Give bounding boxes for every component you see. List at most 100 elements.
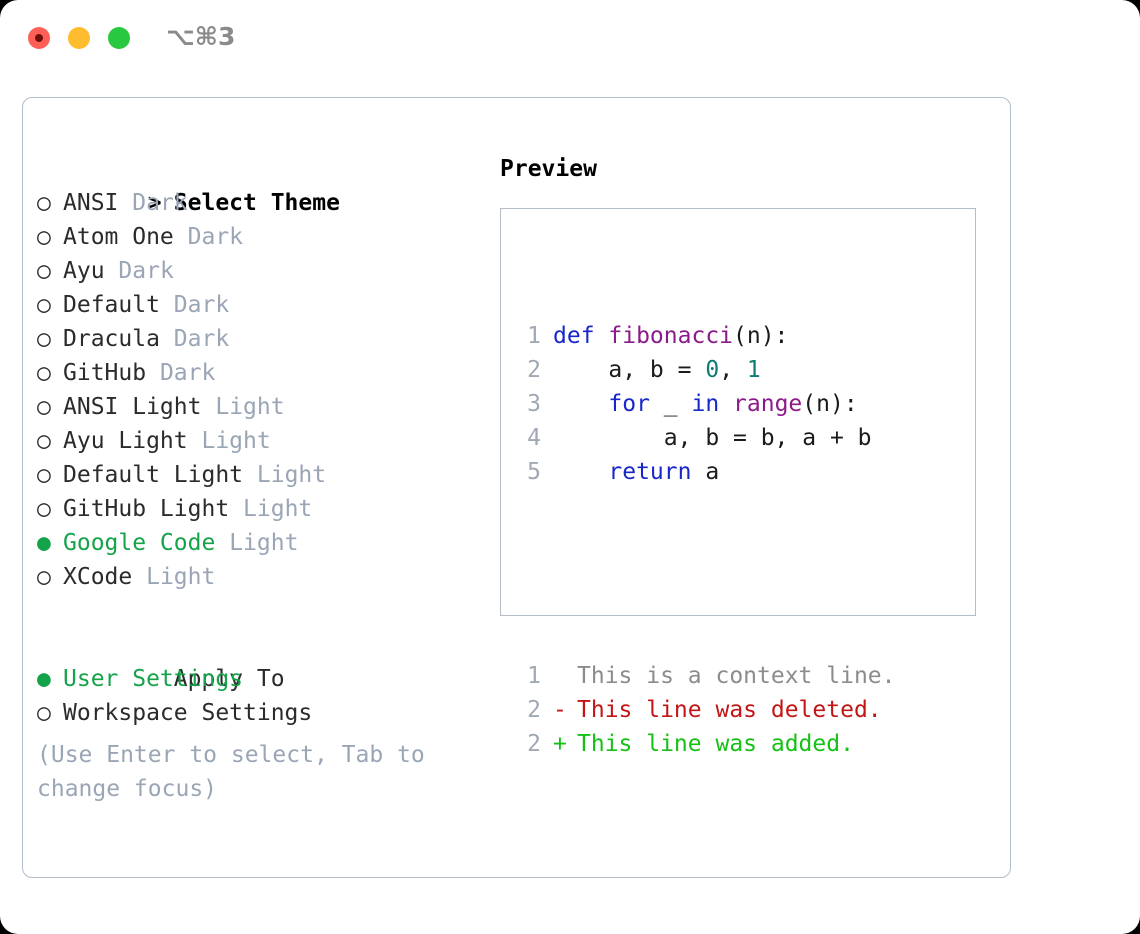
theme-list-item[interactable]: ○ANSI Light Light: [37, 390, 497, 424]
theme-name-label: ANSI Light: [63, 394, 202, 420]
apply-to-item[interactable]: ●User Settings: [37, 662, 497, 696]
radio-unselected-icon: ○: [37, 564, 51, 590]
line-number: 5: [527, 459, 541, 485]
diff-text: This is a context line.: [577, 663, 896, 689]
theme-list-item[interactable]: ● Google Code Light: [37, 526, 497, 560]
theme-variant-tag: Light: [201, 428, 271, 454]
radio-unselected-icon: ○: [37, 224, 51, 250]
theme-name-label: Dracula: [63, 326, 160, 352]
diff-line: 2-This line was deleted.: [515, 693, 896, 727]
code-token: 0: [705, 357, 720, 383]
theme-variant-tag: Dark: [173, 326, 230, 352]
theme-list-item[interactable]: ○ GitHub Light Light: [37, 492, 497, 526]
theme-variant-tag: Dark: [173, 292, 230, 318]
theme-variant-tag: Light: [243, 496, 313, 522]
diff-text: This line was deleted.: [577, 697, 882, 723]
radio-unselected-icon: ○: [37, 258, 51, 284]
code-token: for: [608, 391, 650, 417]
theme-name-label: Ayu: [63, 258, 105, 284]
label-separator: [132, 564, 146, 590]
radio-unselected-icon: ○: [37, 292, 51, 318]
apply-to-label: User Settings: [63, 666, 244, 692]
code-token: a, b =: [553, 357, 706, 383]
theme-name-label: Ayu Light: [63, 428, 188, 454]
maximize-button-icon[interactable]: [108, 27, 130, 49]
label-separator: [146, 360, 160, 386]
theme-list-item[interactable]: ○ Dracula Dark: [37, 322, 497, 356]
code-token: 1: [746, 357, 761, 383]
code-token: in: [691, 391, 720, 417]
theme-variant-tag: Dark: [118, 258, 174, 284]
theme-variant-tag: Dark: [159, 360, 216, 386]
theme-list-item[interactable]: ○ANSI Dark: [37, 186, 497, 220]
radio-unselected-icon: ○: [37, 394, 51, 420]
radio-unselected-icon: ○: [37, 428, 51, 454]
apply-to-title: Apply To: [173, 666, 285, 692]
hint-text: (Use Enter to select, Tab to change focu…: [37, 742, 439, 802]
diff-sign: -: [553, 697, 567, 723]
theme-name-label: GitHub Light: [63, 496, 230, 522]
apply-to-item[interactable]: ○ Workspace Settings: [37, 696, 497, 730]
radio-selected-icon: ●: [37, 530, 51, 556]
radio-unselected-icon: ○: [37, 326, 51, 352]
code-token: [719, 391, 733, 417]
preview-title: Preview: [500, 156, 597, 182]
line-number: 1: [527, 663, 541, 689]
window-controls: [28, 27, 130, 49]
line-number: 3: [527, 391, 541, 417]
code-token: _: [649, 391, 692, 417]
theme-list-item[interactable]: ○Default Dark: [37, 288, 497, 322]
code-token: return: [608, 459, 692, 485]
code-token: (n):: [733, 323, 789, 349]
theme-list-item[interactable]: ○ Atom One Dark: [37, 220, 497, 254]
diff-sign: +: [553, 731, 567, 757]
code-token: a: [691, 459, 720, 485]
theme-name-label: XCode: [63, 564, 133, 590]
radio-unselected-icon: ○: [37, 496, 51, 522]
title-bar: ⌥⌘3: [0, 0, 1140, 78]
code-diff-gap: [515, 557, 896, 591]
theme-name-label: Default Light: [63, 462, 244, 488]
code-token: a, b = b, a + b: [553, 425, 872, 451]
line-number: 2: [527, 697, 541, 723]
line-number: 2: [527, 731, 541, 757]
theme-list-item[interactable]: ○Default Light Light: [37, 458, 497, 492]
radio-unselected-icon: ○: [37, 462, 51, 488]
theme-list[interactable]: ○ANSI Dark○Atom One Dark○Ayu Dark○Defaul…: [37, 186, 497, 594]
theme-variant-tag: Light: [229, 530, 299, 556]
radio-unselected-icon: ○: [37, 700, 51, 726]
close-button-icon[interactable]: [28, 27, 50, 49]
theme-variant-tag: Dark: [187, 224, 244, 250]
theme-name-label: Atom One: [63, 224, 174, 250]
select-theme-header: >Select Theme: [37, 152, 497, 216]
diff-line: 1 This is a context line.: [515, 659, 896, 693]
theme-list-item[interactable]: ○GitHub Dark: [37, 356, 497, 390]
label-separator: [160, 292, 174, 318]
theme-name-label: Google Code: [63, 530, 216, 556]
label-separator: [188, 428, 202, 454]
label-separator: [160, 326, 174, 352]
diff-text: This line was added.: [577, 731, 854, 757]
apply-to-header-row: Apply To: [37, 628, 497, 692]
theme-list-item[interactable]: ○ Ayu Dark: [37, 254, 497, 288]
theme-list-item[interactable]: ○XCode Light: [37, 560, 497, 594]
minimize-button-icon[interactable]: [68, 27, 90, 49]
code-line: 2 a, b = 0, 1: [515, 353, 896, 387]
code-token: range: [733, 391, 803, 417]
theme-variant-tag: Dark: [132, 190, 188, 216]
line-number: 4: [527, 425, 541, 451]
radio-unselected-icon: ○: [37, 190, 51, 216]
main-panel: >Select Theme ○ANSI Dark○Atom One Dark○A…: [22, 97, 1011, 878]
apply-to-label: Workspace Settings: [63, 700, 313, 726]
theme-selector-column: >Select Theme ○ANSI Dark○Atom One Dark○A…: [37, 152, 497, 806]
label-separator: [105, 258, 119, 284]
theme-list-item[interactable]: ○ Ayu Light Light: [37, 424, 497, 458]
apply-to-list[interactable]: ●User Settings ○ Workspace Settings: [37, 662, 497, 730]
section-spacer: [37, 594, 497, 628]
code-line: 3 for _ in range(n):: [515, 387, 896, 421]
label-separator: [229, 496, 243, 522]
code-token: def: [553, 323, 609, 349]
